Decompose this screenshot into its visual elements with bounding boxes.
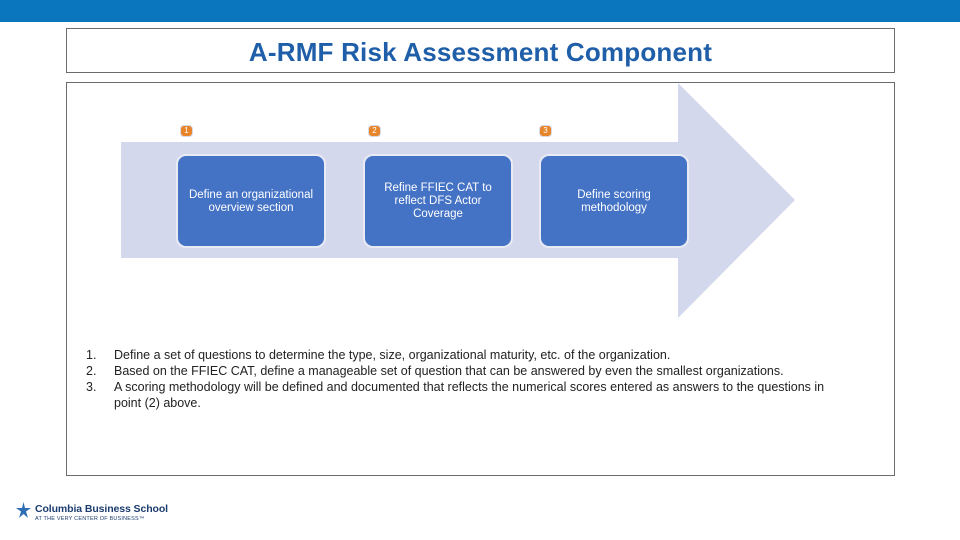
step-1-number: 1 — [180, 125, 193, 137]
list-item: 3. A scoring methodology will be defined… — [86, 379, 846, 411]
columbia-crown-icon — [16, 502, 31, 518]
step-2-number: 2 — [368, 125, 381, 137]
note-1-text: Define a set of questions to determine t… — [114, 348, 671, 362]
logo-name: Columbia Business School — [35, 503, 168, 515]
page-title: A-RMF Risk Assessment Component — [248, 37, 713, 67]
note-3-number: 3. — [86, 380, 97, 394]
notes-list: 1. Define a set of questions to determin… — [86, 347, 846, 411]
list-item: 2. Based on the FFIEC CAT, define a mana… — [86, 363, 846, 379]
note-3-text: A scoring methodology will be defined an… — [114, 380, 825, 410]
step-1-card: Define an organizational overview sectio… — [176, 154, 326, 248]
step-3-card: Define scoring methodology — [539, 154, 689, 248]
logo-tagline: AT THE VERY CENTER OF BUSINESS™ — [35, 516, 145, 522]
step-3-text: Define scoring methodology — [577, 189, 651, 214]
list-item: 1. Define a set of questions to determin… — [86, 347, 846, 363]
step-3-number: 3 — [539, 125, 552, 137]
note-2-text: Based on the FFIEC CAT, define a managea… — [114, 364, 784, 378]
step-1-text: Define an organizational overview sectio… — [188, 189, 314, 214]
note-2-number: 2. — [86, 364, 97, 378]
step-2-text: Refine FFIEC CAT to reflect DFS Actor Co… — [384, 182, 492, 220]
top-accent-bar — [0, 0, 960, 22]
step-2-card: Refine FFIEC CAT to reflect DFS Actor Co… — [363, 154, 513, 248]
note-1-number: 1. — [86, 348, 97, 362]
title-box: A-RMF Risk Assessment Component — [66, 28, 895, 73]
columbia-logo: Columbia Business School AT THE VERY CEN… — [15, 500, 170, 526]
